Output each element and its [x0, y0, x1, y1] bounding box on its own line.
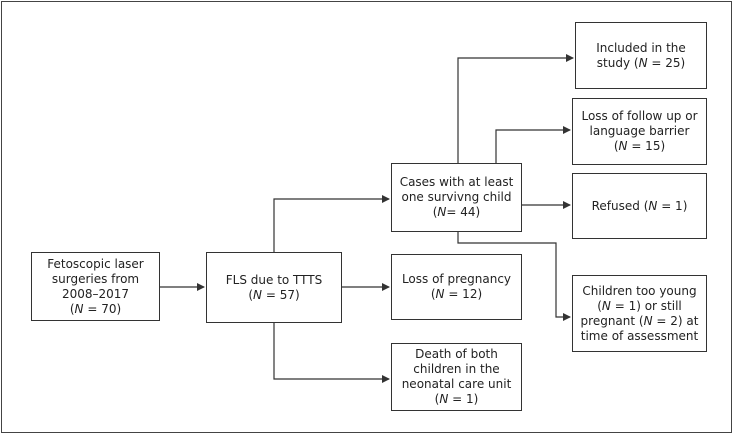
italic-symbol: N: [638, 55, 648, 70]
text-line: 2008–2017: [61, 286, 130, 301]
box-fls-due-to-ttts: FLS due to TTTS(N = 57): [206, 252, 342, 323]
text-line: Included in the: [596, 40, 686, 55]
text-line: (N = 12): [430, 287, 483, 301]
text-line: (N= 44): [432, 205, 481, 219]
text-line: FLS due to TTTS: [225, 272, 323, 287]
italic-symbol: N: [439, 392, 449, 406]
italic-symbol: N: [253, 287, 263, 302]
box-text: Loss of pregnancy(N = 12): [402, 272, 511, 302]
italic-symbol: N: [437, 205, 447, 219]
text-line: Refused (N = 1): [591, 198, 688, 213]
text-line: (N = 1) or still: [597, 298, 682, 313]
box-refused: Refused (N = 1): [572, 173, 707, 239]
text-line: (N = 15): [613, 139, 666, 153]
text-line: (N = 70): [69, 301, 122, 316]
text-line: Cases with at least: [399, 175, 514, 189]
italic-symbol: N: [643, 313, 653, 328]
italic-symbol: N: [618, 139, 628, 153]
italic-symbol: N: [601, 298, 611, 313]
box-loss-of-pregnancy: Loss of pregnancy(N = 12): [391, 254, 522, 320]
text-line: neonatal care unit: [401, 377, 512, 391]
arrow-to-loss-followup: [495, 126, 571, 163]
text-line: Children too young: [582, 283, 697, 298]
text-line: surgeries from: [51, 271, 140, 286]
text-line: pregnant (N = 2) at: [580, 313, 699, 328]
box-text: FLS due to TTTS(N = 57): [226, 273, 323, 303]
text-line: Fetoscopic laser: [47, 256, 144, 271]
text-line: Death of both: [415, 347, 498, 361]
arrow-fls-to-surviving: [273, 195, 390, 252]
arrow-fls-to-death: [273, 323, 390, 383]
text-line: time of assessment: [580, 328, 699, 343]
arrow-surviving-to-included: [457, 54, 574, 163]
box-text: Refused (N = 1): [592, 199, 688, 214]
italic-symbol: N: [74, 301, 84, 316]
arrow-surviving-to-too-young: [457, 232, 571, 321]
text-line: Loss of follow up or: [581, 109, 698, 123]
text-line: one survivng child: [401, 190, 512, 204]
italic-symbol: N: [435, 287, 445, 301]
text-line: language barrier: [589, 124, 690, 138]
text-line: (N = 57): [248, 287, 300, 302]
italic-symbol: N: [648, 198, 658, 213]
text-line: (N = 1): [434, 392, 479, 406]
text-line: children in the: [413, 362, 500, 376]
text-line: study (N = 25): [596, 55, 686, 70]
text-line: Loss of pregnancy: [401, 272, 512, 286]
